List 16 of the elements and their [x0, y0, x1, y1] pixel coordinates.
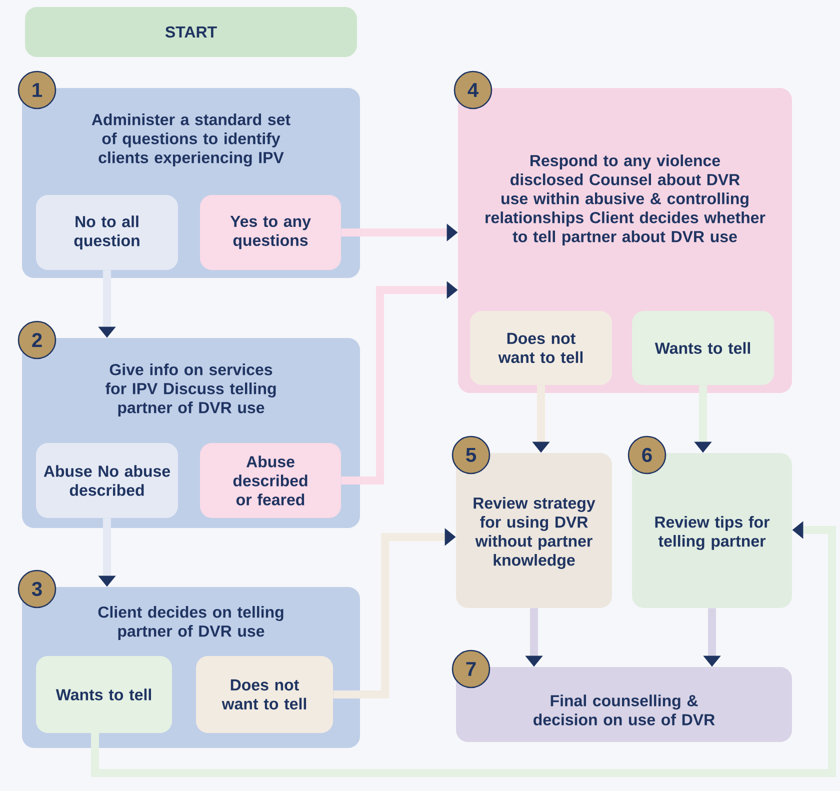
step-number-badge: 2: [18, 320, 56, 360]
answer-box: Abuse No abuse described: [36, 442, 178, 518]
answer-box: No to all question: [36, 194, 178, 270]
answer-box: Wants to tell: [36, 656, 172, 733]
answer-box: Yes to any questions: [200, 194, 341, 270]
process-box: START: [25, 6, 357, 57]
step-number-badge: 4: [454, 70, 492, 110]
step-number-badge: 7: [452, 650, 490, 688]
answer-box: Does not want to tell: [196, 656, 333, 733]
step-number-badge: 6: [628, 436, 666, 474]
answer-box: Wants to tell: [632, 310, 774, 385]
answer-box: Does not want to tell: [470, 310, 612, 385]
answer-box: Abuse described or feared: [200, 442, 341, 518]
step-number-badge: 1: [18, 70, 56, 110]
step-number-badge: 3: [18, 570, 56, 608]
step-number-badge: 5: [452, 436, 490, 474]
